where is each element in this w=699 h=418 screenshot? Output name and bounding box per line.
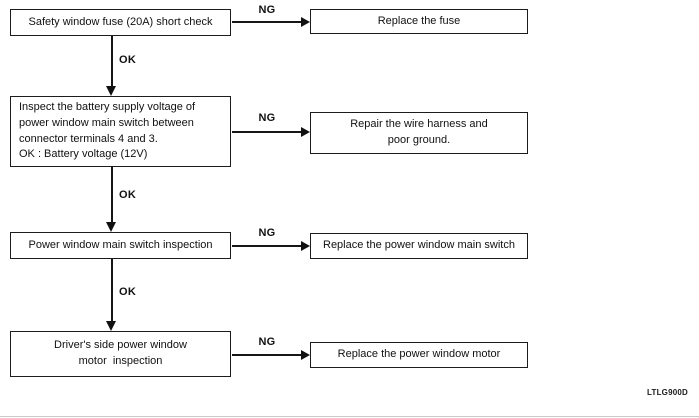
step-box-main-switch-inspection: Power window main switch inspection [10, 232, 231, 259]
ok-arrow-3 [111, 259, 113, 322]
action-text: Replace the power window main switch [323, 239, 515, 252]
ok-arrow-2 [111, 167, 113, 223]
arrowhead-down-icon [106, 222, 116, 232]
ng-label-3: NG [258, 227, 276, 239]
arrowhead-right-icon [301, 127, 310, 137]
action-text: Repair the wire harness and poor ground. [350, 118, 488, 146]
arrowhead-down-icon [106, 321, 116, 331]
ng-arrow-1 [232, 21, 302, 23]
step-box-voltage-inspection: Inspect the battery supply voltage of po… [10, 96, 231, 167]
ng-label-1: NG [258, 4, 276, 16]
step-text: Safety window fuse (20A) short check [28, 15, 213, 28]
step-text: Driver's side power window motor inspect… [54, 339, 187, 367]
action-text: Replace the fuse [377, 14, 461, 27]
action-box-replace-fuse: Replace the fuse [310, 9, 528, 34]
ok-arrow-1 [111, 36, 113, 87]
ng-arrow-4 [232, 354, 302, 356]
page-edge-line [0, 416, 699, 417]
ok-label-3: OK [119, 286, 137, 298]
action-text: Replace the power window motor [337, 348, 501, 361]
arrowhead-right-icon [301, 241, 310, 251]
step-text: Power window main switch inspection [28, 238, 213, 251]
step-box-fuse-check: Safety window fuse (20A) short check [10, 9, 231, 36]
step-text: Inspect the battery supply voltage of po… [19, 100, 196, 161]
action-box-repair-harness: Repair the wire harness and poor ground. [310, 112, 528, 154]
arrowhead-right-icon [301, 17, 310, 27]
ng-label-2: NG [258, 112, 276, 124]
figure-code: LTLG900D [646, 388, 688, 397]
ng-arrow-3 [232, 245, 302, 247]
ng-arrow-2 [232, 131, 302, 133]
ok-label-2: OK [119, 189, 137, 201]
action-box-replace-motor: Replace the power window motor [310, 342, 528, 368]
step-box-motor-inspection: Driver's side power window motor inspect… [10, 331, 231, 377]
action-box-replace-main-switch: Replace the power window main switch [310, 233, 528, 259]
arrowhead-down-icon [106, 86, 116, 96]
arrowhead-right-icon [301, 350, 310, 360]
ng-label-4: NG [258, 336, 276, 348]
ok-label-1: OK [119, 54, 137, 66]
